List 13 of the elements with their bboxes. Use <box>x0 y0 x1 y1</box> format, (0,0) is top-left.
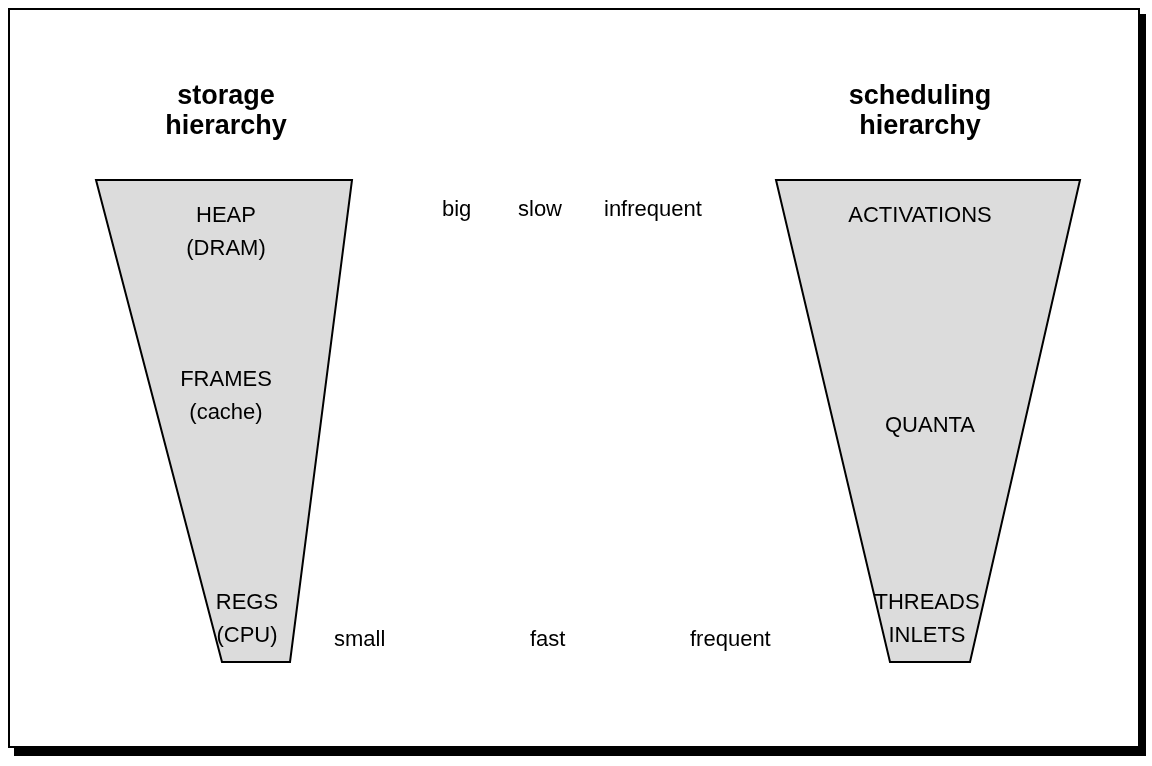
level-label: ACTIVATIONS <box>847 201 993 229</box>
level-label: HEAP (DRAM) <box>185 201 267 262</box>
level-label: FRAMES (cache) <box>179 365 273 426</box>
property-label: small <box>334 625 386 653</box>
property-label: big <box>442 195 472 223</box>
property-label: frequent <box>690 625 771 653</box>
property-label: slow <box>518 195 562 223</box>
level-label: QUANTA <box>883 411 976 439</box>
property-label: infrequent <box>604 195 702 223</box>
hierarchy-heading: storage hierarchy <box>164 80 288 140</box>
level-label: REGS (CPU) <box>214 588 280 649</box>
hierarchy-heading: scheduling hierarchy <box>847 80 993 140</box>
property-label: fast <box>530 625 566 653</box>
